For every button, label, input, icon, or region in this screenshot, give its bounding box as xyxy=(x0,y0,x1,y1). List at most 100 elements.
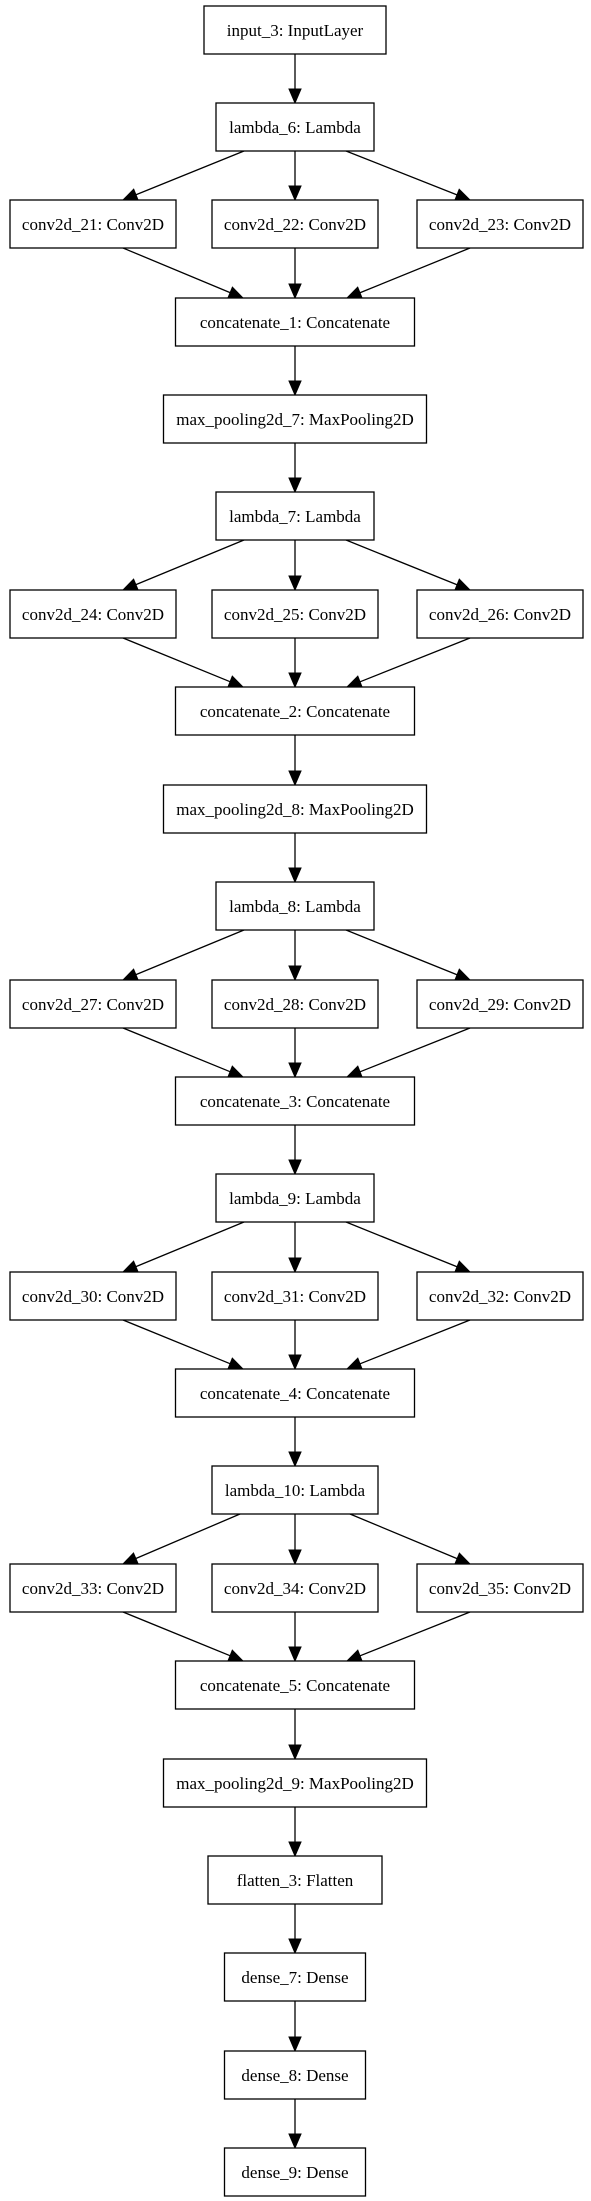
node-label: dense_7: Dense xyxy=(241,1968,348,1987)
edge-line xyxy=(122,1611,231,1657)
node-label: concatenate_1: Concatenate xyxy=(200,313,390,332)
arrowhead-icon xyxy=(345,1649,363,1662)
node-label: conv2d_27: Conv2D xyxy=(22,995,164,1014)
edge-dense-8-to-dense-9 xyxy=(288,2099,302,2150)
node-box xyxy=(211,1271,379,1321)
edge-line xyxy=(359,247,471,294)
edge-conv2d-31-to-concatenate-4 xyxy=(288,1320,302,1371)
edge-concatenate-1-to-max-pooling2d-7 xyxy=(288,346,302,397)
arrowhead-icon xyxy=(288,1354,302,1371)
node-label: conv2d_23: Conv2D xyxy=(429,215,571,234)
edge-concatenate-3-to-lambda-9 xyxy=(288,1125,302,1176)
node-box xyxy=(9,1271,177,1321)
edge-line xyxy=(345,150,458,196)
arrowhead-icon xyxy=(227,675,245,688)
edge-lambda-10-to-conv2d-34 xyxy=(288,1514,302,1566)
node-box xyxy=(9,589,177,639)
node-label: lambda_9: Lambda xyxy=(229,1189,361,1208)
edge-line xyxy=(122,1319,231,1365)
node-label: conv2d_22: Conv2D xyxy=(224,215,366,234)
arrowhead-icon xyxy=(288,1646,302,1663)
node-conv2d-28: conv2d_28: Conv2D xyxy=(211,979,379,1029)
node-box xyxy=(416,589,584,639)
arrowhead-icon xyxy=(454,968,472,981)
node-box xyxy=(9,979,177,1029)
node-conv2d-30: conv2d_30: Conv2D xyxy=(9,1271,177,1321)
edge-conv2d-27-to-concatenate-3 xyxy=(122,1027,245,1078)
node-label: conv2d_32: Conv2D xyxy=(429,1287,571,1306)
edge-line xyxy=(359,637,471,683)
edge-conv2d-21-to-concatenate-1 xyxy=(122,247,245,299)
node-box xyxy=(162,1758,428,1808)
node-box xyxy=(203,5,387,55)
arrowhead-icon xyxy=(121,968,139,981)
arrowhead-icon xyxy=(454,578,472,591)
arrowhead-icon xyxy=(121,578,139,591)
edge-lambda-9-to-conv2d-31 xyxy=(288,1222,302,1274)
node-label: input_3: InputLayer xyxy=(227,21,364,40)
node-conv2d-24: conv2d_24: Conv2D xyxy=(9,589,177,639)
edge-lambda-6-to-conv2d-22 xyxy=(288,151,302,202)
arrowhead-icon xyxy=(227,1357,245,1370)
node-flatten-3: flatten_3: Flatten xyxy=(207,1855,383,1905)
arrowhead-icon xyxy=(345,675,363,688)
node-box xyxy=(174,1368,416,1418)
arrowhead-icon xyxy=(288,770,302,787)
node-label: concatenate_5: Concatenate xyxy=(200,1676,390,1695)
node-label: conv2d_34: Conv2D xyxy=(224,1579,366,1598)
node-max-pooling2d-7: max_pooling2d_7: MaxPooling2D xyxy=(162,394,428,444)
node-concatenate-3: concatenate_3: Concatenate xyxy=(174,1076,416,1126)
edge-conv2d-34-to-concatenate-5 xyxy=(288,1612,302,1663)
node-label: conv2d_26: Conv2D xyxy=(429,605,571,624)
node-lambda-6: lambda_6: Lambda xyxy=(215,102,375,152)
arrowhead-icon xyxy=(288,185,302,202)
node-box xyxy=(416,979,584,1029)
node-label: conv2d_35: Conv2D xyxy=(429,1579,571,1598)
edge-line xyxy=(135,929,245,976)
edge-lambda-8-to-conv2d-29 xyxy=(345,929,472,981)
node-box xyxy=(215,102,375,152)
node-label: conv2d_25: Conv2D xyxy=(224,605,366,624)
arrowhead-icon xyxy=(288,965,302,982)
edge-concatenate-4-to-lambda-10 xyxy=(288,1417,302,1468)
edge-line xyxy=(345,539,458,586)
arrowhead-icon xyxy=(121,1260,139,1273)
edge-line xyxy=(135,1221,245,1268)
node-box xyxy=(211,1563,379,1613)
node-conv2d-34: conv2d_34: Conv2D xyxy=(211,1563,379,1613)
node-label: conv2d_30: Conv2D xyxy=(22,1287,164,1306)
arrowhead-icon xyxy=(345,1065,363,1078)
node-box xyxy=(162,784,428,834)
edge-line xyxy=(359,1027,471,1073)
node-label: max_pooling2d_8: MaxPooling2D xyxy=(176,800,414,819)
node-dense-8: dense_8: Dense xyxy=(223,2050,367,2100)
node-conv2d-23: conv2d_23: Conv2D xyxy=(416,199,584,249)
node-concatenate-1: concatenate_1: Concatenate xyxy=(174,297,416,347)
edge-line xyxy=(345,1221,458,1268)
node-conv2d-32: conv2d_32: Conv2D xyxy=(416,1271,584,1321)
arrowhead-icon xyxy=(288,867,302,884)
edge-conv2d-35-to-concatenate-5 xyxy=(345,1611,471,1662)
node-box xyxy=(416,1271,584,1321)
edge-lambda-7-to-conv2d-24 xyxy=(121,539,245,591)
edge-conv2d-22-to-concatenate-1 xyxy=(288,248,302,300)
node-conv2d-21: conv2d_21: Conv2D xyxy=(9,199,177,249)
arrowhead-icon xyxy=(288,1451,302,1468)
arrowhead-icon xyxy=(288,88,302,105)
edge-conv2d-30-to-concatenate-4 xyxy=(122,1319,245,1370)
node-box xyxy=(215,881,375,931)
arrowhead-icon xyxy=(288,477,302,494)
node-box xyxy=(223,2147,367,2197)
edge-line xyxy=(359,1319,471,1365)
node-lambda-7: lambda_7: Lambda xyxy=(215,491,375,541)
node-label: conv2d_24: Conv2D xyxy=(22,605,164,624)
arrowhead-icon xyxy=(288,1744,302,1761)
edge-conv2d-33-to-concatenate-5 xyxy=(122,1611,245,1662)
arrowhead-icon xyxy=(454,1260,472,1273)
node-box xyxy=(215,491,375,541)
edge-conv2d-23-to-concatenate-1 xyxy=(345,247,471,299)
arrowhead-icon xyxy=(288,1841,302,1858)
node-label: conv2d_33: Conv2D xyxy=(22,1579,164,1598)
node-box xyxy=(416,199,584,249)
